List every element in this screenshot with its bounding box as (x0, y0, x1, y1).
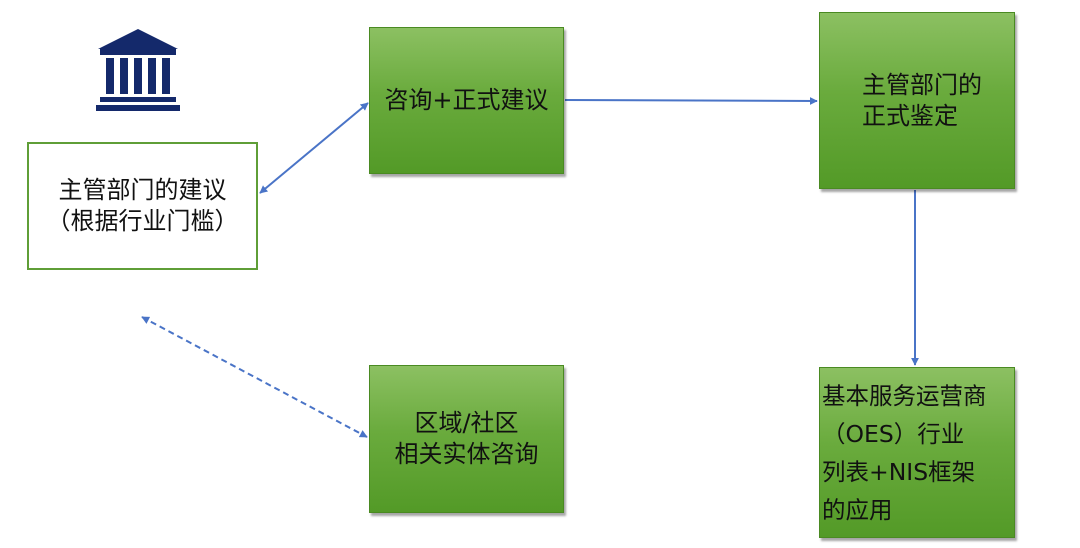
node-regional-consultation-line-1: 区域/社区 (414, 409, 519, 437)
node-oes-list-line-3: 列表+NIS框架 (822, 457, 976, 486)
node-authority-advice-line-2: （根据行业门槛） (46, 207, 239, 235)
edge-advice-regional-dashed (141, 316, 368, 438)
government-building-icon (96, 29, 180, 111)
node-consultation-formal-advice-label: 咨询+正式建议 (384, 86, 549, 114)
node-consultation-formal-advice: 咨询+正式建议 (369, 27, 564, 174)
node-oes-list-line-2: （OES）行业 (822, 419, 965, 448)
edge-advice-consult (259, 102, 369, 194)
node-oes-list-line-1: 基本服务运营商 (822, 381, 987, 410)
edge-consult-evaluation (564, 96, 818, 105)
node-regional-consultation: 区域/社区 相关实体咨询 (369, 365, 564, 513)
node-regional-consultation-line-2: 相关实体咨询 (394, 440, 539, 468)
node-formal-evaluation: 主管部门的 正式鉴定 (819, 12, 1015, 189)
node-formal-evaluation-line-1: 主管部门的 (862, 70, 982, 99)
node-authority-advice-line-1: 主管部门的建议 (58, 176, 227, 204)
node-authority-advice: 主管部门的建议 （根据行业门槛） (27, 142, 258, 270)
node-formal-evaluation-line-2: 正式鉴定 (862, 101, 958, 130)
node-oes-list: 基本服务运营商 （OES）行业 列表+NIS框架 的应用 (819, 367, 1015, 538)
node-oes-list-line-4: 的应用 (822, 495, 893, 524)
